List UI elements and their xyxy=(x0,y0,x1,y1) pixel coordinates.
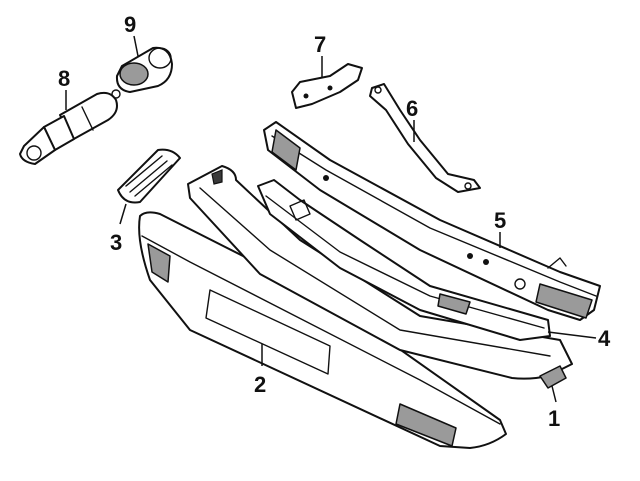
leader-3 xyxy=(119,203,127,225)
part-3-insert xyxy=(117,148,181,204)
callout-3: 3 xyxy=(110,230,122,255)
callout-4: 4 xyxy=(598,326,611,351)
callout-2: 2 xyxy=(254,372,266,397)
callout-5: 5 xyxy=(494,208,506,233)
callout-9: 9 xyxy=(124,12,136,37)
part-7-mount-bracket xyxy=(291,63,363,109)
callout-7: 7 xyxy=(314,32,326,57)
callout-labels: 1 2 3 4 5 6 7 8 9 xyxy=(58,12,611,431)
callout-6: 6 xyxy=(406,96,418,121)
part-9-sleeve xyxy=(115,46,173,93)
leader-lines xyxy=(65,35,597,403)
part-4-reinforcement xyxy=(257,179,551,341)
part-5-reinforcement-bar xyxy=(263,121,601,321)
callout-8: 8 xyxy=(58,66,70,91)
leader-4 xyxy=(547,331,597,339)
part-2-bumper-cover xyxy=(138,211,507,449)
callout-1: 1 xyxy=(548,406,560,431)
part-6-bracket xyxy=(369,83,481,193)
part-8-energy-absorber xyxy=(19,89,121,165)
leader-1 xyxy=(551,385,557,403)
leader-9 xyxy=(133,35,139,57)
part-1-molding xyxy=(187,165,573,389)
